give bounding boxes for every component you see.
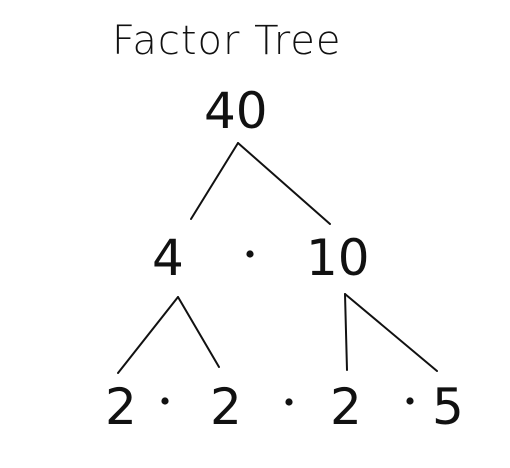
level2-factor-3: 2 (330, 378, 362, 436)
level2-operator-dot-1 (161, 397, 169, 405)
edge-root-right (237, 142, 331, 225)
diagram-title: Factor Tree (112, 18, 342, 64)
level2-factor-4: 5 (432, 378, 464, 436)
edge-root-left (190, 142, 239, 220)
level1-right-node: 10 (306, 229, 370, 287)
edge-4-left (117, 296, 179, 374)
edge-4-right (177, 296, 220, 368)
level1-operator-dot (246, 250, 254, 258)
edge-10-left (344, 293, 348, 371)
level2-factor-1: 2 (105, 378, 137, 436)
edge-10-right (344, 293, 438, 372)
level2-factor-2: 2 (210, 378, 242, 436)
root-node: 40 (204, 82, 268, 140)
level2-operator-dot-2 (285, 398, 293, 406)
level2-operator-dot-3 (406, 397, 414, 405)
level1-left-node: 4 (152, 229, 184, 287)
